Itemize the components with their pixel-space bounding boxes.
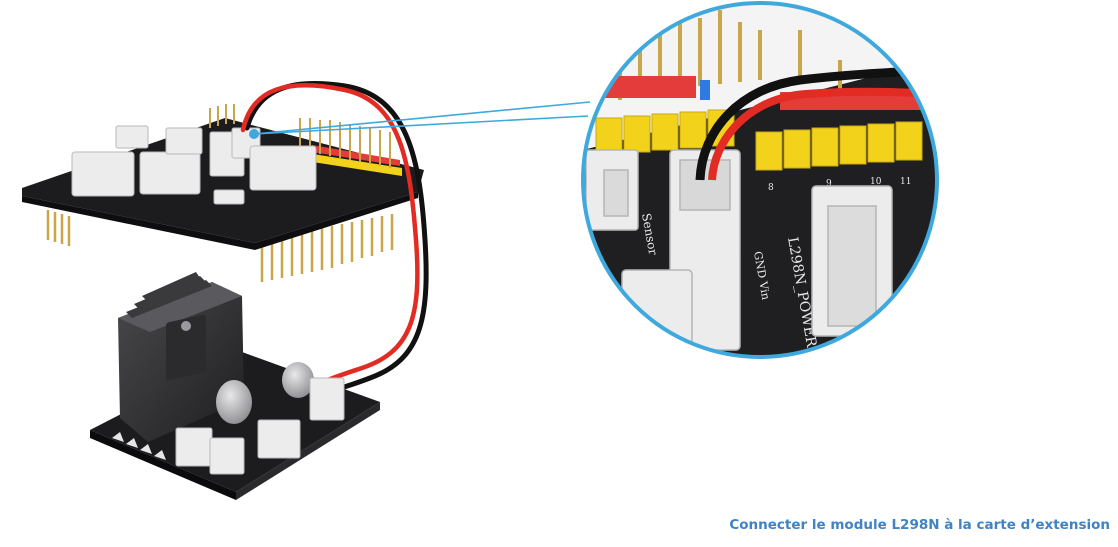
l298n-module: [90, 272, 380, 500]
jumper-cable: [240, 81, 429, 433]
module-connectors: [175, 377, 345, 475]
shield-connectors: [71, 125, 317, 205]
silk-pin-8: 8: [768, 183, 774, 193]
top-pin-headers: [209, 104, 402, 176]
silk-pin-10: 10: [870, 177, 882, 187]
zoom-detail-circle: 8 9 10 11 L298N_POWER GND Vin Sensor: [581, 1, 939, 359]
silk-pin-9: 9: [826, 179, 832, 189]
zoom-ring: [581, 1, 939, 359]
extension-board: [22, 104, 424, 282]
board-pins-bottom: [46, 210, 394, 282]
zoom-callout-lines: [253, 101, 591, 135]
silk-pin-11: 11: [900, 177, 911, 187]
capacitors: [216, 362, 314, 424]
image-caption: Connecter le module L298N à la carte d’e…: [729, 517, 1110, 533]
heatsink: [118, 272, 244, 442]
